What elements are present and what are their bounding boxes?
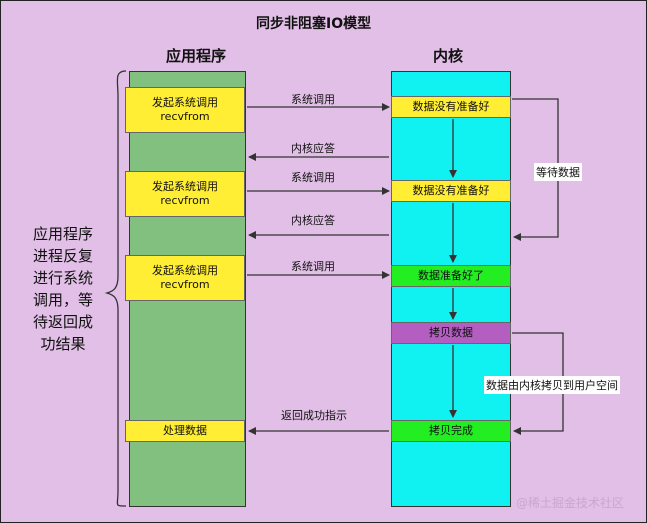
app-box-line1: 处理数据	[163, 424, 207, 437]
app-box-line1: 发起系统调用	[152, 264, 218, 277]
side-label-line: 进行系统	[32, 269, 93, 287]
app-box-line2: recvfrom	[160, 194, 210, 207]
kernel-column-title: 内核	[433, 47, 464, 65]
app-box-line1: 发起系统调用	[152, 96, 218, 109]
arrow-label-syscall-2: 系统调用	[291, 171, 335, 184]
arrow-label-syscall-1: 系统调用	[291, 93, 335, 106]
diagram-title: 同步非阻塞IO模型	[256, 16, 372, 32]
app-box-line1: 发起系统调用	[152, 180, 218, 193]
app-box-syscall-2: 发起系统调用 recvfrom	[125, 171, 245, 217]
arrow-label-reply-1: 内核应答	[291, 142, 335, 155]
kernel-box-copy-done: 拷贝完成	[391, 420, 511, 442]
side-label-line: 调用，等	[32, 291, 93, 309]
kernel-box-copy-data: 拷贝数据	[391, 322, 511, 344]
kernel-box-not-ready-2: 数据没有准备好	[391, 180, 511, 202]
kernel-box-text: 数据没有准备好	[412, 184, 490, 197]
app-column-title: 应用程序	[166, 47, 227, 65]
side-brace	[104, 70, 127, 507]
app-box-syscall-3: 发起系统调用 recvfrom	[125, 255, 245, 301]
side-label-line: 功结果	[40, 335, 86, 353]
side-label-line: 待返回成	[32, 313, 93, 331]
kernel-box-text: 拷贝完成	[429, 424, 473, 437]
arrow-label-syscall-3: 系统调用	[291, 260, 335, 273]
side-label-line: 应用程序	[32, 225, 93, 243]
kernel-box-ready: 数据准备好了	[391, 265, 511, 287]
arrow-label-reply-2: 内核应答	[291, 214, 335, 227]
app-box-process-data: 处理数据	[125, 420, 245, 442]
kernel-box-text: 拷贝数据	[429, 326, 473, 339]
side-label: 应用程序 进程反复 进行系统 调用，等 待返回成 功结果	[13, 223, 113, 355]
side-label-line: 进程反复	[32, 247, 93, 265]
kernel-box-not-ready-1: 数据没有准备好	[391, 96, 511, 118]
kernel-box-text: 数据准备好了	[418, 269, 484, 282]
note-wait-data: 等待数据	[534, 163, 582, 181]
app-box-syscall-1: 发起系统调用 recvfrom	[125, 87, 245, 133]
watermark: @稀土掘金技术社区	[516, 496, 625, 510]
app-box-line2: recvfrom	[160, 110, 210, 123]
app-box-line2: recvfrom	[160, 278, 210, 291]
arrow-label-success: 返回成功指示	[281, 409, 347, 422]
kernel-box-text: 数据没有准备好	[412, 100, 490, 113]
note-copy-to-user: 数据由内核拷贝到用户空间	[484, 376, 620, 394]
